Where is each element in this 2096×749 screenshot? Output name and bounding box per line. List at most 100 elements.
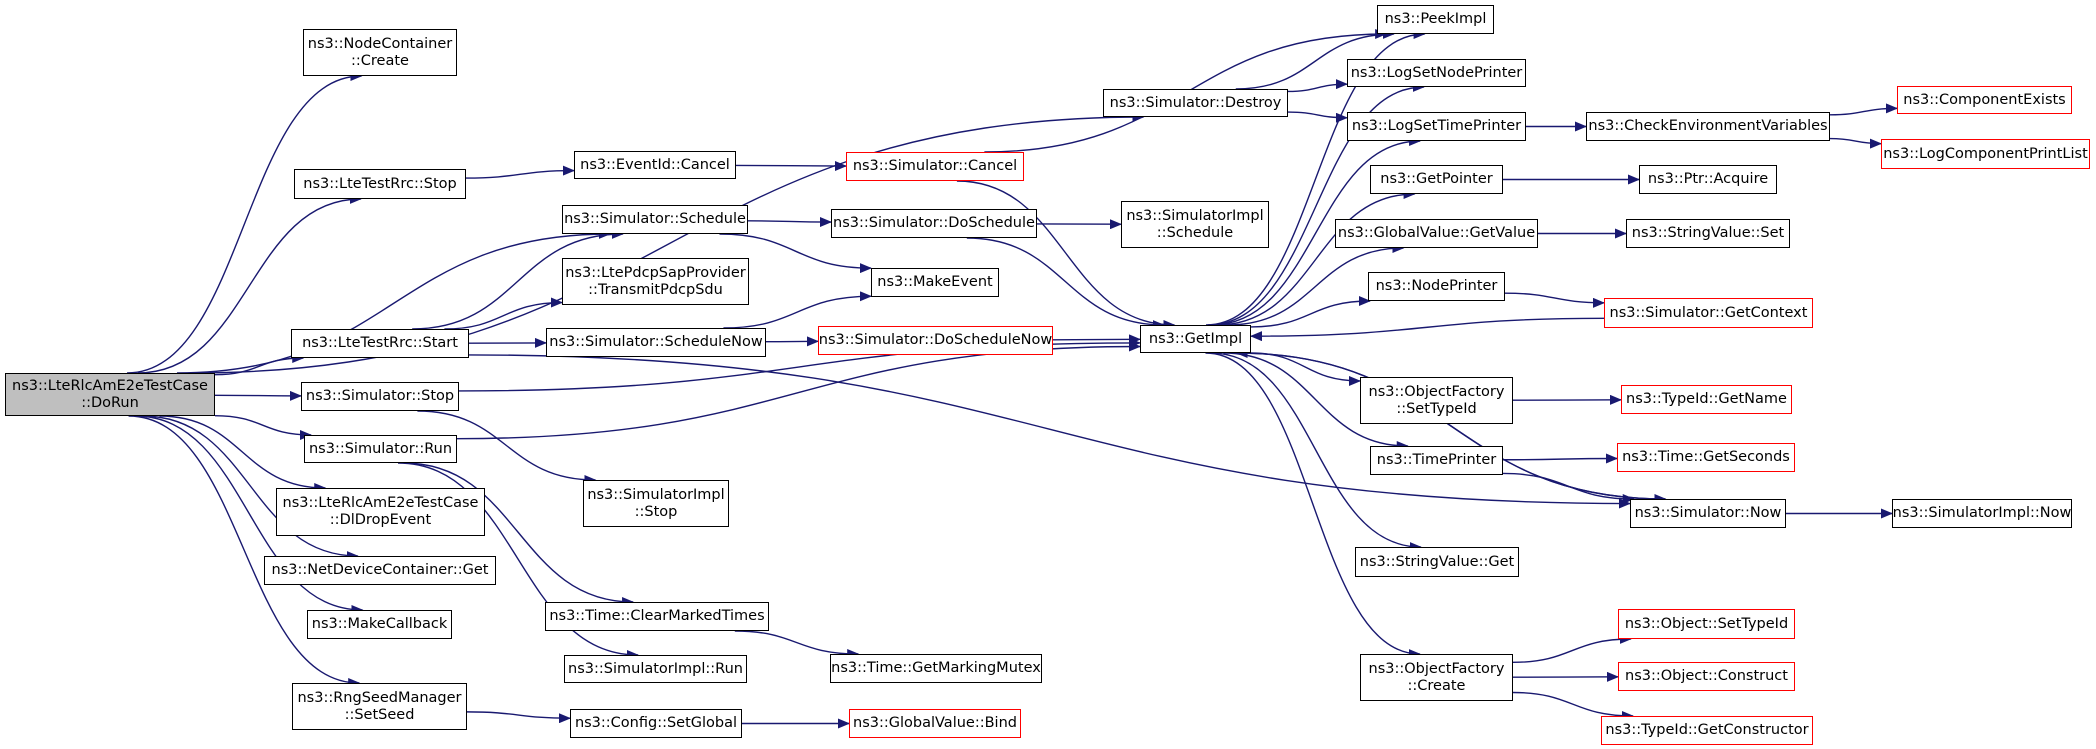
node-simulator-now[interactable]: ns3::Simulator::Now xyxy=(1630,499,1786,528)
edge-simulator-doschedulenow-to-getimpl xyxy=(1052,334,1141,345)
edge-time-clearmarkedtimes-to-time-getmarkingmutex xyxy=(734,630,860,659)
node-simulator-doschedulenow[interactable]: ns3::Simulator::DoScheduleNow xyxy=(818,326,1053,355)
node-simulatorimpl-now[interactable]: ns3::SimulatorImpl::Now xyxy=(1892,499,2072,528)
node-netdevicecontainer-get[interactable]: ns3::NetDeviceContainer::Get xyxy=(264,556,496,585)
node-time-clearmarkedtimes[interactable]: ns3::Time::ClearMarkedTimes xyxy=(545,602,769,631)
node-simulator-run[interactable]: ns3::Simulator::Run xyxy=(304,435,457,463)
node-eventid-cancel[interactable]: ns3::EventId::Cancel xyxy=(574,151,736,179)
node-label: ns3::SimulatorImpl xyxy=(587,486,725,503)
node-label: ns3::Simulator::ScheduleNow xyxy=(549,334,763,350)
node-logcomponentprintlist[interactable]: ns3::LogComponentPrintList xyxy=(1881,139,2090,169)
node-config-setglobal[interactable]: ns3::Config::SetGlobal xyxy=(570,709,742,738)
node-object-settypeid[interactable]: ns3::Object::SetTypeId xyxy=(1618,609,1795,639)
node-stringvalue-set[interactable]: ns3::StringValue::Set xyxy=(1626,219,1790,248)
node-label: ns3::NodeContainer xyxy=(307,35,453,52)
node-ltetestrrc-stop[interactable]: ns3::LteTestRrc::Stop xyxy=(294,169,466,199)
node-objectfactory-create[interactable]: ns3::ObjectFactory::Create xyxy=(1360,654,1513,701)
edge-root-to-dldropevent xyxy=(159,415,327,493)
node-componentexists[interactable]: ns3::ComponentExists xyxy=(1897,86,2072,114)
node-label: ns3::ComponentExists xyxy=(1903,91,2066,108)
node-simulatorimpl-stop[interactable]: ns3::SimulatorImpl::Stop xyxy=(583,480,729,527)
node-objectfactory-settypeid[interactable]: ns3::ObjectFactory::SetTypeId xyxy=(1360,377,1513,424)
node-nodecontainer-create[interactable]: ns3::NodeContainer::Create xyxy=(303,29,457,76)
node-label: ns3::LogSetTimePrinter xyxy=(1351,118,1522,134)
node-label: ns3::LtePdcpSapProvider xyxy=(565,264,746,281)
edge-timeprinter-to-simulator-now xyxy=(1502,472,1635,504)
node-ltetestrrc-start[interactable]: ns3::LteTestRrc::Start xyxy=(291,329,469,358)
node-label: ns3::MakeCallback xyxy=(311,616,448,632)
node-object-construct[interactable]: ns3::Object::Construct xyxy=(1618,662,1795,691)
node-makeevent[interactable]: ns3::MakeEvent xyxy=(871,268,999,297)
edge-simulator-getcontext-to-getimpl xyxy=(1250,317,1605,342)
node-label: ns3::TypeId::GetConstructor xyxy=(1605,722,1809,738)
node-label: ns3::Object::SetTypeId xyxy=(1624,615,1789,632)
node-label: ns3::Config::SetGlobal xyxy=(574,715,738,731)
node-label: ns3::Simulator::DoSchedule xyxy=(833,215,1035,231)
node-label: ns3::MakeEvent xyxy=(877,274,993,290)
node-label: ns3::NodePrinter xyxy=(1375,278,1498,294)
node-label: ::Create xyxy=(351,52,409,69)
edge-getimpl-to-objectfactory-settypeid xyxy=(1250,352,1361,386)
node-label: ns3::Object::Construct xyxy=(1625,668,1788,684)
node-label: ns3::SimulatorImpl::Run xyxy=(568,660,743,677)
node-label: ns3::Time::GetSeconds xyxy=(1622,449,1790,465)
node-label: ns3::LteTestRrc::Start xyxy=(302,335,458,351)
node-label: ns3::EventId::Cancel xyxy=(580,156,730,173)
edge-getimpl-to-simulator-now xyxy=(1236,352,1667,504)
node-dldropevent[interactable]: ns3::LteRlcAmE2eTestCase::DlDropEvent xyxy=(276,488,485,536)
node-label: ns3::RngSeedManager xyxy=(297,689,462,706)
node-logsettimeprinter[interactable]: ns3::LogSetTimePrinter xyxy=(1347,112,1526,141)
node-typeid-getconstructor[interactable]: ns3::TypeId::GetConstructor xyxy=(1601,716,1813,745)
edge-checkenvironmentvariables-to-componentexists xyxy=(1829,103,1898,116)
node-ptr-acquire[interactable]: ns3::Ptr::Acquire xyxy=(1639,165,1777,194)
node-simulator-schedule[interactable]: ns3::Simulator::Schedule xyxy=(562,205,748,234)
node-label: ::SetSeed xyxy=(344,706,415,723)
node-nodeprinter[interactable]: ns3::NodePrinter xyxy=(1368,272,1505,301)
node-simulator-schedulenow[interactable]: ns3::Simulator::ScheduleNow xyxy=(546,328,766,357)
node-label: ns3::PeekImpl xyxy=(1384,11,1487,27)
node-getimpl[interactable]: ns3::GetImpl xyxy=(1140,325,1251,353)
node-getpointer[interactable]: ns3::GetPointer xyxy=(1370,165,1503,194)
node-simulatorimpl-run[interactable]: ns3::SimulatorImpl::Run xyxy=(564,655,747,683)
node-label: ::Schedule xyxy=(1156,224,1234,241)
node-simulator-stop[interactable]: ns3::Simulator::Stop xyxy=(301,382,459,411)
node-rngseedmanager-setseed[interactable]: ns3::RngSeedManager::SetSeed xyxy=(292,683,467,730)
edge-simulator-destroy-to-logsettimeprinter xyxy=(1287,111,1348,123)
node-simulator-cancel[interactable]: ns3::Simulator::Cancel xyxy=(846,152,1024,181)
node-label: ns3::Simulator::GetContext xyxy=(1609,304,1808,321)
node-label: ns3::CheckEnvironmentVariables xyxy=(1588,118,1828,134)
node-label: ns3::GlobalValue::GetValue xyxy=(1337,225,1536,241)
node-makecallback[interactable]: ns3::MakeCallback xyxy=(307,610,452,639)
node-simulatorimpl-schedule[interactable]: ns3::SimulatorImpl::Schedule xyxy=(1121,201,1269,248)
node-label: ns3::StringValue::Set xyxy=(1631,225,1785,241)
node-simulator-getcontext[interactable]: ns3::Simulator::GetContext xyxy=(1604,298,1813,328)
node-time-getmarkingmutex[interactable]: ns3::Time::GetMarkingMutex xyxy=(830,654,1042,683)
node-root: ns3::LteRlcAmE2eTestCase::DoRun xyxy=(5,373,215,416)
edge-simulator-now-to-getimpl xyxy=(1235,348,1666,500)
node-simulator-doschedule[interactable]: ns3::Simulator::DoSchedule xyxy=(831,209,1037,238)
node-label: ::TransmitPdcpSdu xyxy=(588,281,723,298)
node-transmitpdcpsdu[interactable]: ns3::LtePdcpSapProvider::TransmitPdcpSdu xyxy=(562,258,749,305)
node-time-getseconds[interactable]: ns3::Time::GetSeconds xyxy=(1617,443,1795,472)
node-label: ns3::Time::GetMarkingMutex xyxy=(831,660,1041,676)
node-label: ns3::LteRlcAmE2eTestCase xyxy=(12,377,208,394)
node-typeid-getname[interactable]: ns3::TypeId::GetName xyxy=(1621,385,1792,414)
node-label: ns3::LteTestRrc::Stop xyxy=(303,175,457,192)
edge-simulator-destroy-to-logsetnodeprinter xyxy=(1287,79,1348,93)
node-label: ns3::Simulator::Run xyxy=(308,440,453,457)
edge-timeprinter-to-time-getseconds xyxy=(1502,453,1618,464)
node-label: ns3::Simulator::Stop xyxy=(305,388,455,404)
edge-root-to-simulator-stop xyxy=(214,390,302,401)
node-peekimpl[interactable]: ns3::PeekImpl xyxy=(1377,5,1494,34)
node-globalvalue-bind[interactable]: ns3::GlobalValue::Bind xyxy=(849,709,1021,738)
edge-nodeprinter-to-simulator-getcontext xyxy=(1504,292,1605,308)
node-timeprinter[interactable]: ns3::TimePrinter xyxy=(1370,446,1503,475)
node-checkenvironmentvariables[interactable]: ns3::CheckEnvironmentVariables xyxy=(1586,112,1830,141)
node-stringvalue-get[interactable]: ns3::StringValue::Get xyxy=(1355,547,1519,577)
edge-getimpl-to-nodeprinter xyxy=(1250,296,1371,328)
node-label: ns3::Simulator::Schedule xyxy=(564,211,746,227)
node-globalvalue-getvalue[interactable]: ns3::GlobalValue::GetValue xyxy=(1335,219,1538,248)
node-logsetnodeprinter[interactable]: ns3::LogSetNodePrinter xyxy=(1347,59,1526,87)
node-simulator-destroy[interactable]: ns3::Simulator::Destroy xyxy=(1103,89,1288,117)
